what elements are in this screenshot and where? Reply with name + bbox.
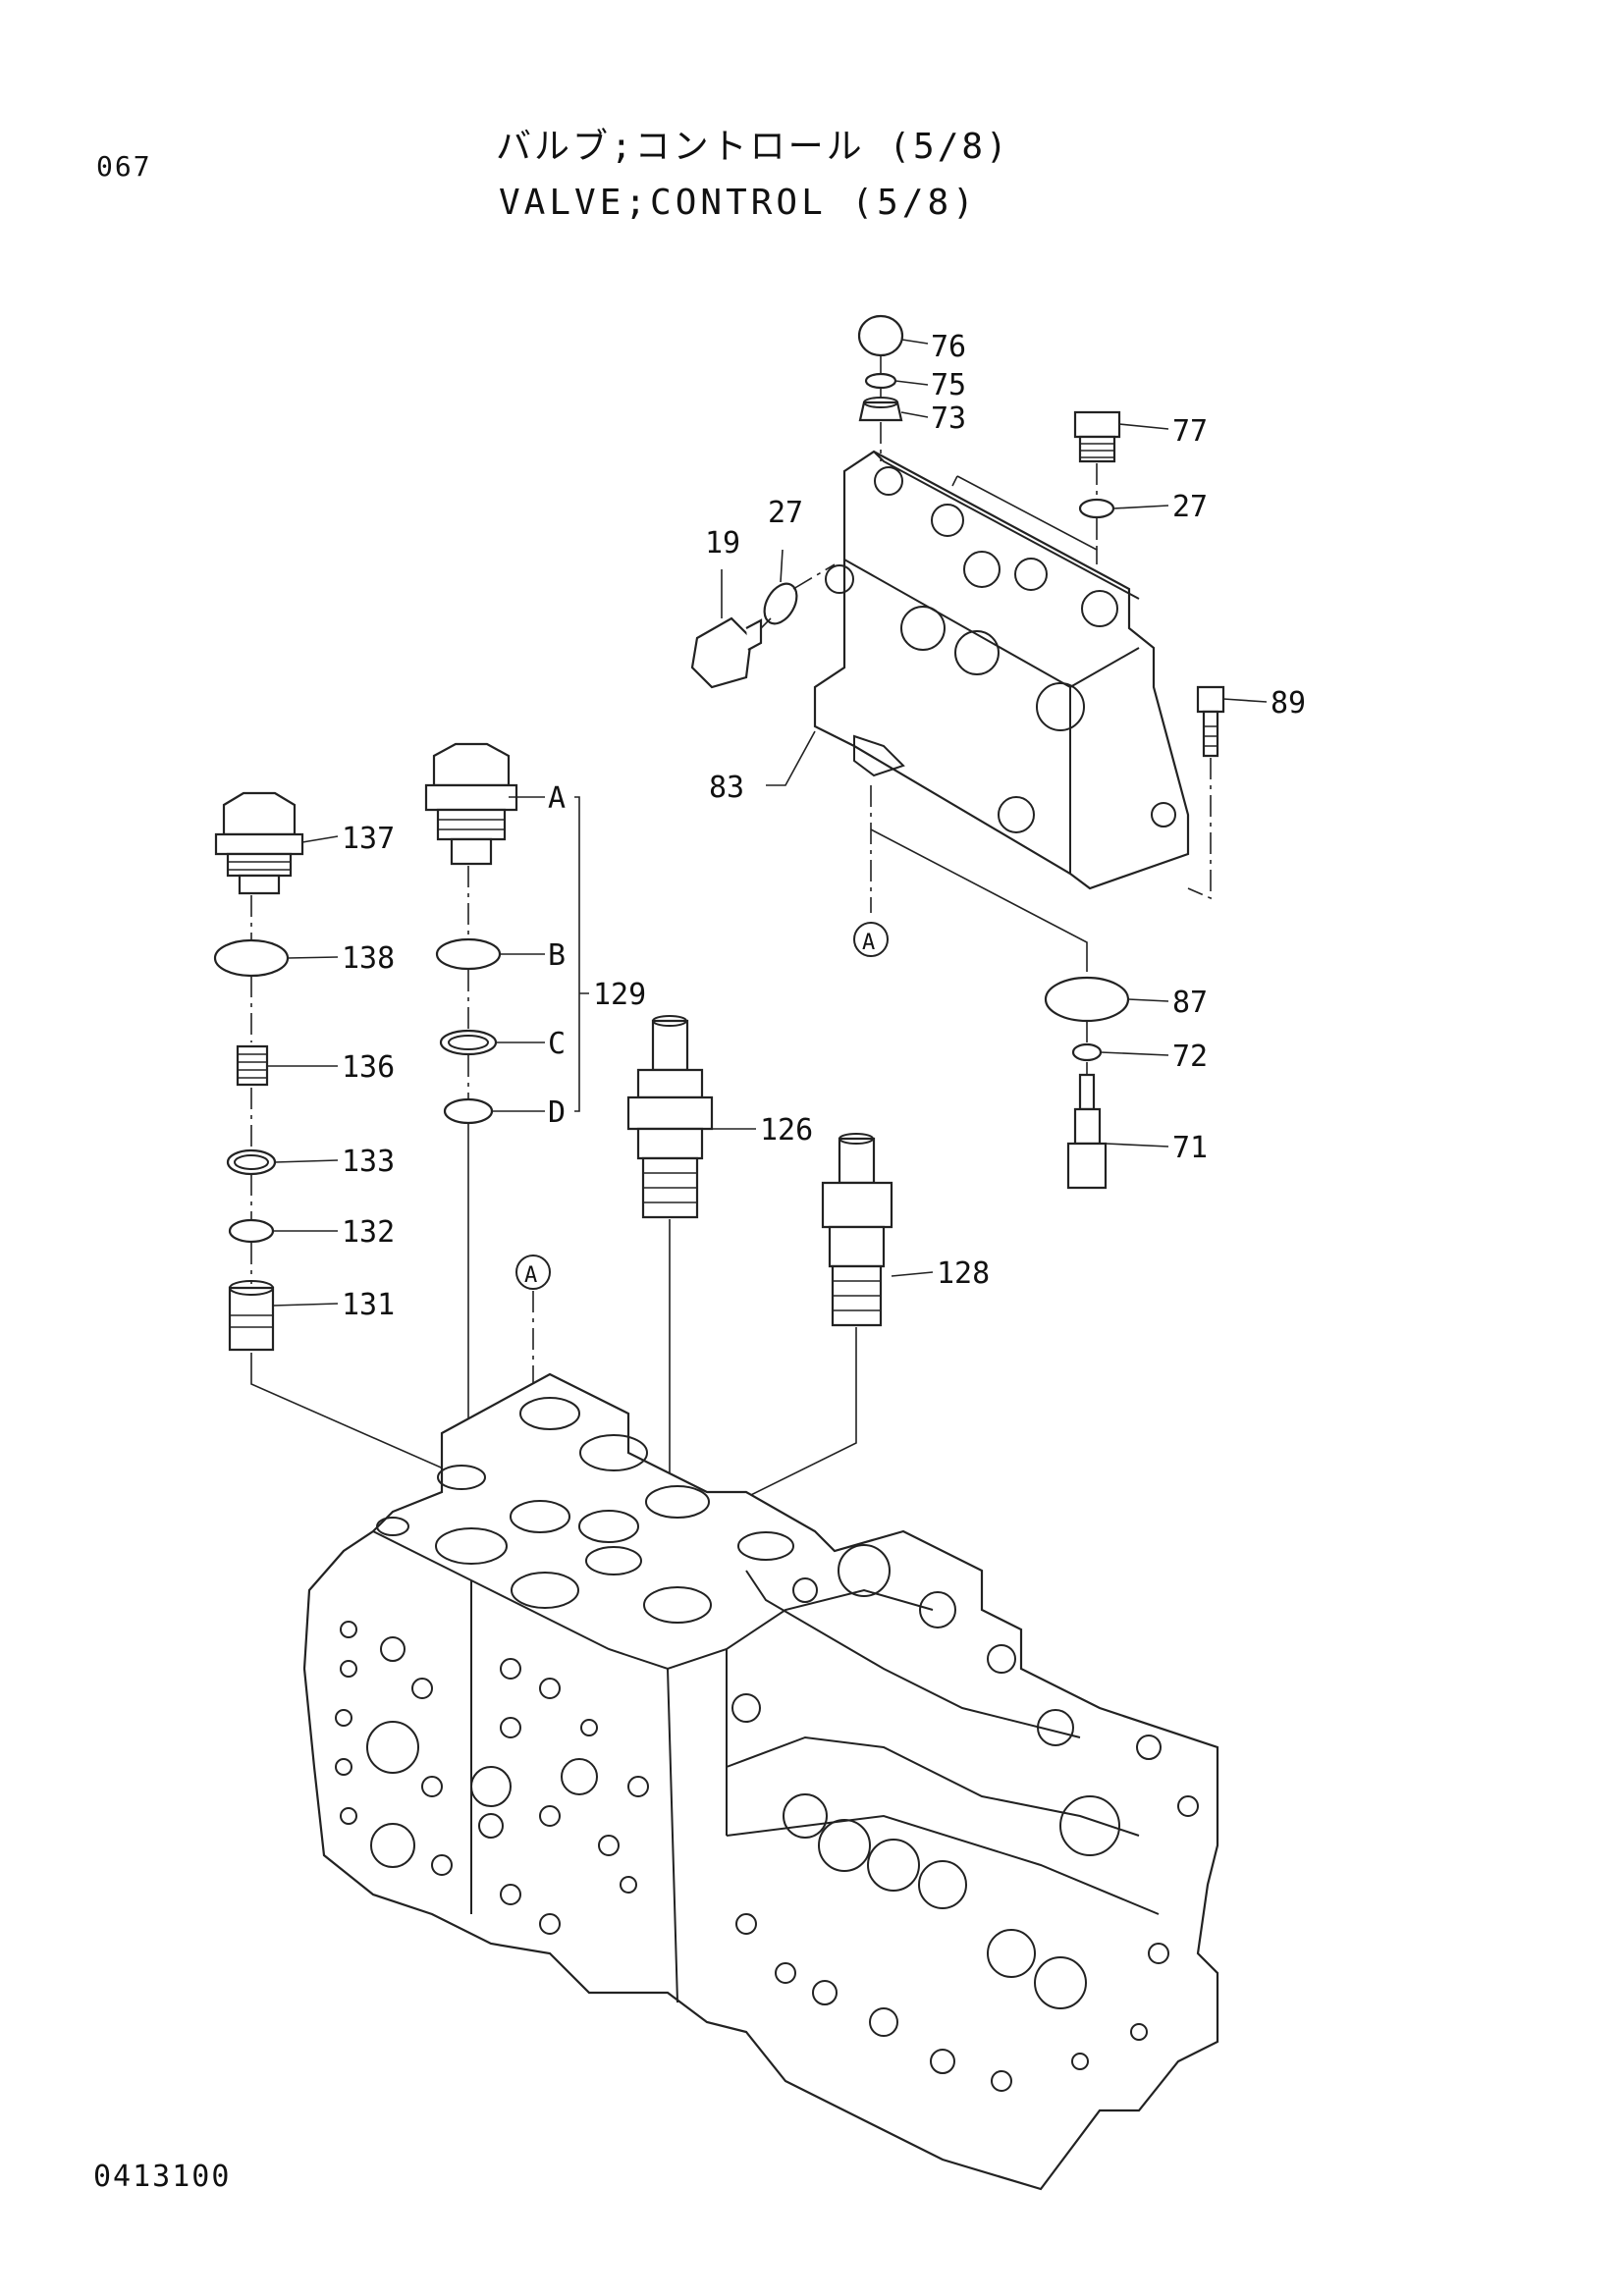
drawing-number: 0413100 [93,2160,232,2194]
title-japanese: バルブ;コントロール (5/8) [496,127,1010,167]
title-english: VALVE;CONTROL (5/8) [499,183,978,223]
main-valve-body [302,1372,1219,2191]
callout-136: 136 [342,1050,395,1085]
cover-block [813,450,1190,890]
callout-77: 77 [1172,414,1208,449]
callout-126: 126 [760,1113,813,1148]
callout-83: 83 [709,771,744,805]
o-ring-72 [1071,1042,1103,1062]
reference-a-lower [515,1255,551,1290]
nut-73 [858,397,903,422]
callout-129-sub-b: B [548,938,566,973]
callout-75: 75 [931,368,966,402]
plug-136 [236,1044,269,1087]
o-ring-27-right [1078,498,1115,519]
callout-129-sub-d: D [548,1095,566,1130]
callout-27-left: 27 [768,496,803,530]
ring-129c [439,1029,498,1056]
callout-27-right: 27 [1172,490,1208,524]
callout-89: 89 [1271,686,1306,721]
callout-76: 76 [931,330,966,364]
o-ring-138 [213,938,290,978]
o-ring-132 [228,1218,275,1244]
ring-133 [226,1148,277,1176]
reference-a-upper [853,922,889,957]
callout-129: 129 [593,978,646,1012]
callout-131: 131 [342,1288,395,1322]
relief-valve-128 [821,1133,893,1327]
reference-a-upper-label: A [862,931,875,955]
callout-129-sub-a: A [548,781,566,816]
callout-132: 132 [342,1215,395,1250]
callout-19: 19 [705,526,740,561]
o-ring-129b [435,937,502,971]
reference-a-lower-label: A [524,1263,537,1288]
relief-plug-129a [424,742,518,866]
relief-valve-126 [626,1015,714,1219]
callout-72: 72 [1172,1040,1208,1074]
o-ring-27-left [763,582,798,625]
page-number: 067 [96,150,152,183]
callout-133: 133 [342,1145,395,1179]
callout-73: 73 [931,401,966,436]
snap-ring-75 [864,372,897,390]
callout-138: 138 [342,941,395,976]
callout-71: 71 [1172,1131,1208,1165]
callout-128: 128 [937,1256,990,1291]
callout-129-sub-c: C [548,1027,566,1061]
callout-137: 137 [342,822,395,856]
poppet-71 [1066,1073,1108,1190]
bolt-89 [1196,685,1225,758]
callout-87: 87 [1172,986,1208,1020]
sleeve-131 [228,1280,275,1352]
plug-19 [690,616,763,689]
plug-77 [1073,410,1121,463]
cap-76 [857,314,904,357]
o-ring-87 [1044,976,1130,1023]
plug-137 [214,791,304,895]
o-ring-129d [443,1097,494,1125]
